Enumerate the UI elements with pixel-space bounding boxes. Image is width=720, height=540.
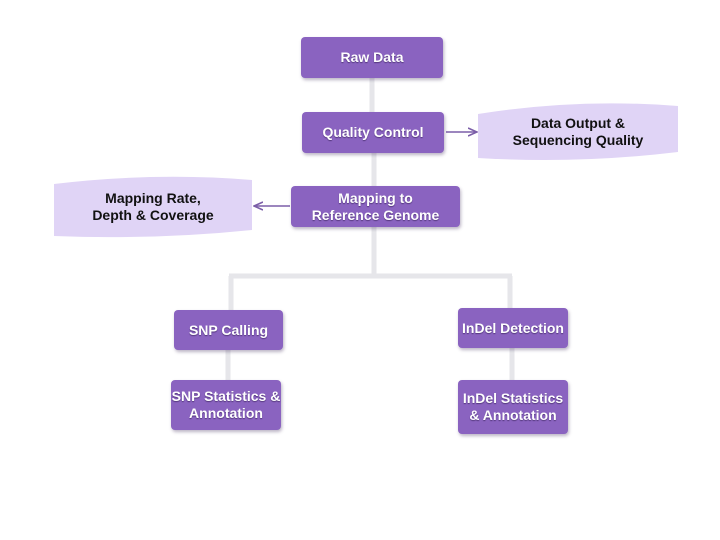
- data-output-sequencing-quality-note: Data Output & Sequencing Quality: [478, 106, 678, 158]
- indel-detection-node: InDel Detection: [458, 308, 568, 348]
- data-output-note-text: Data Output & Sequencing Quality: [512, 115, 644, 148]
- raw-data-node: Raw Data: [301, 37, 443, 78]
- quality-control-node: Quality Control: [302, 112, 444, 153]
- indel-statistics-annotation-node: InDel Statistics & Annotation: [458, 380, 568, 434]
- mapping-rate-banner: [54, 176, 252, 238]
- snp-calling-node: SNP Calling: [174, 310, 283, 350]
- mapping-to-reference-genome-node: Mapping to Reference Genome: [291, 186, 460, 227]
- data-output-banner: [478, 103, 678, 160]
- snp-statistics-annotation-node: SNP Statistics & Annotation: [171, 380, 281, 430]
- mapping-rate-depth-coverage-note: Mapping Rate, Depth & Coverage: [54, 180, 252, 234]
- mapping-rate-note-text: Mapping Rate, Depth & Coverage: [92, 190, 214, 223]
